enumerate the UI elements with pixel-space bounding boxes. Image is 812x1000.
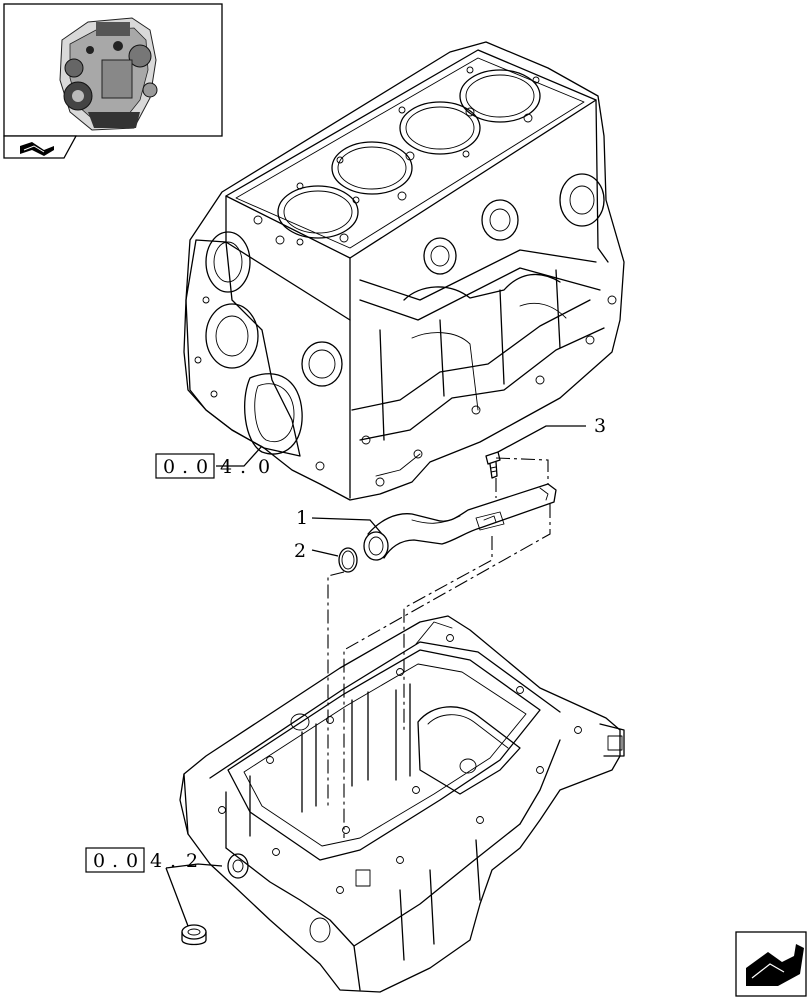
assembly-alignment-lines [327,457,551,838]
book-arrow-icon [20,142,54,156]
callout-leaders [165,425,586,927]
ref-bottom-digit-1: 0 [93,850,105,872]
next-page-arrow-icon [746,944,804,986]
callout-2: 2 [294,540,306,562]
next-page-button[interactable] [735,931,807,997]
ref-bottom-digit-3: 0 [126,850,138,872]
ref-top-digit-5: . [240,456,246,478]
engine-thumbnail-icon [59,17,158,131]
ref-top-digit-2: . [182,456,188,478]
callout-3: 3 [594,415,606,437]
ref-bottom-digit-2: . [112,850,118,872]
reference-box-top[interactable]: 0 . 0 4 . 0 [155,453,270,479]
drain-plug [181,924,207,946]
reference-box-bottom[interactable]: 0 . 0 4 . 2 [85,847,198,873]
ref-top-digit-3: 0 [196,456,208,478]
engine-block [183,41,625,501]
oil-sump [179,615,625,993]
ref-bottom-digit-4: 4 [150,850,162,872]
ref-bottom-digit-6: 2 [186,850,198,872]
ref-top-digit-4: 4 [220,456,232,478]
top-nav-tab[interactable] [3,135,78,159]
part-2-o-ring [338,547,358,573]
callout-1: 1 [296,507,308,529]
part-1-suction-pipe [363,483,557,561]
engine-thumbnail[interactable] [3,3,223,137]
ref-top-digit-1: 0 [163,456,175,478]
part-3-bolt [485,451,501,479]
ref-top-digit-6: 0 [258,456,270,478]
ref-bottom-digit-5: . [170,850,176,872]
